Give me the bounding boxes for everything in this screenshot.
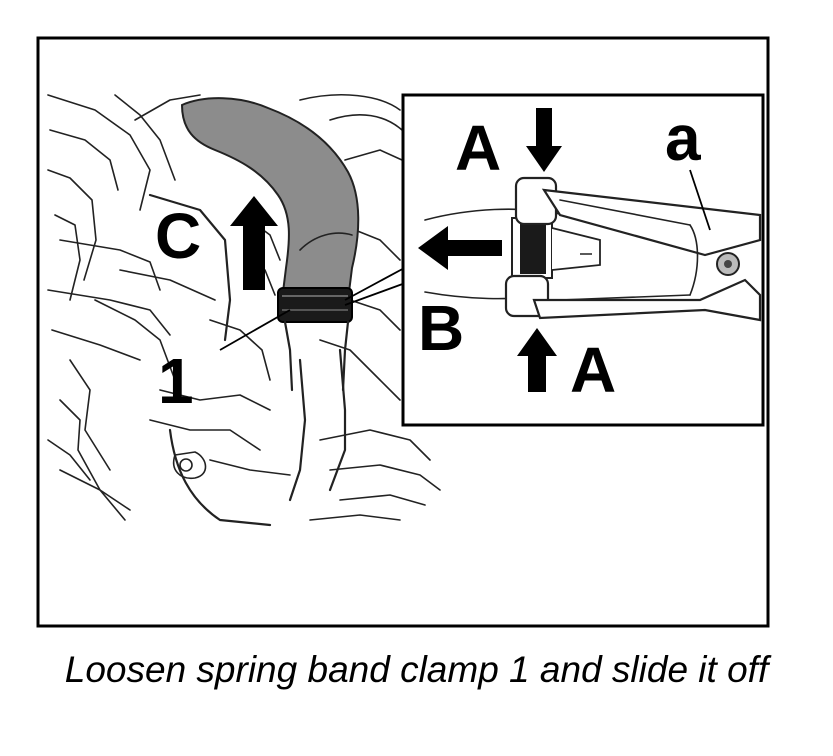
clamp-removal-diagram: C 1 A a B A	[0, 0, 833, 640]
spring-band-clamp	[278, 288, 352, 322]
label-a-bottom: A	[570, 334, 616, 406]
label-a-small: a	[665, 102, 701, 174]
label-1: 1	[158, 345, 194, 417]
label-c: C	[155, 200, 201, 272]
label-a-top: A	[455, 112, 501, 184]
detail-inset: A a B A	[403, 95, 763, 425]
label-b: B	[418, 292, 464, 364]
figure-caption: Loosen spring band clamp 1 and slide it …	[0, 640, 833, 700]
